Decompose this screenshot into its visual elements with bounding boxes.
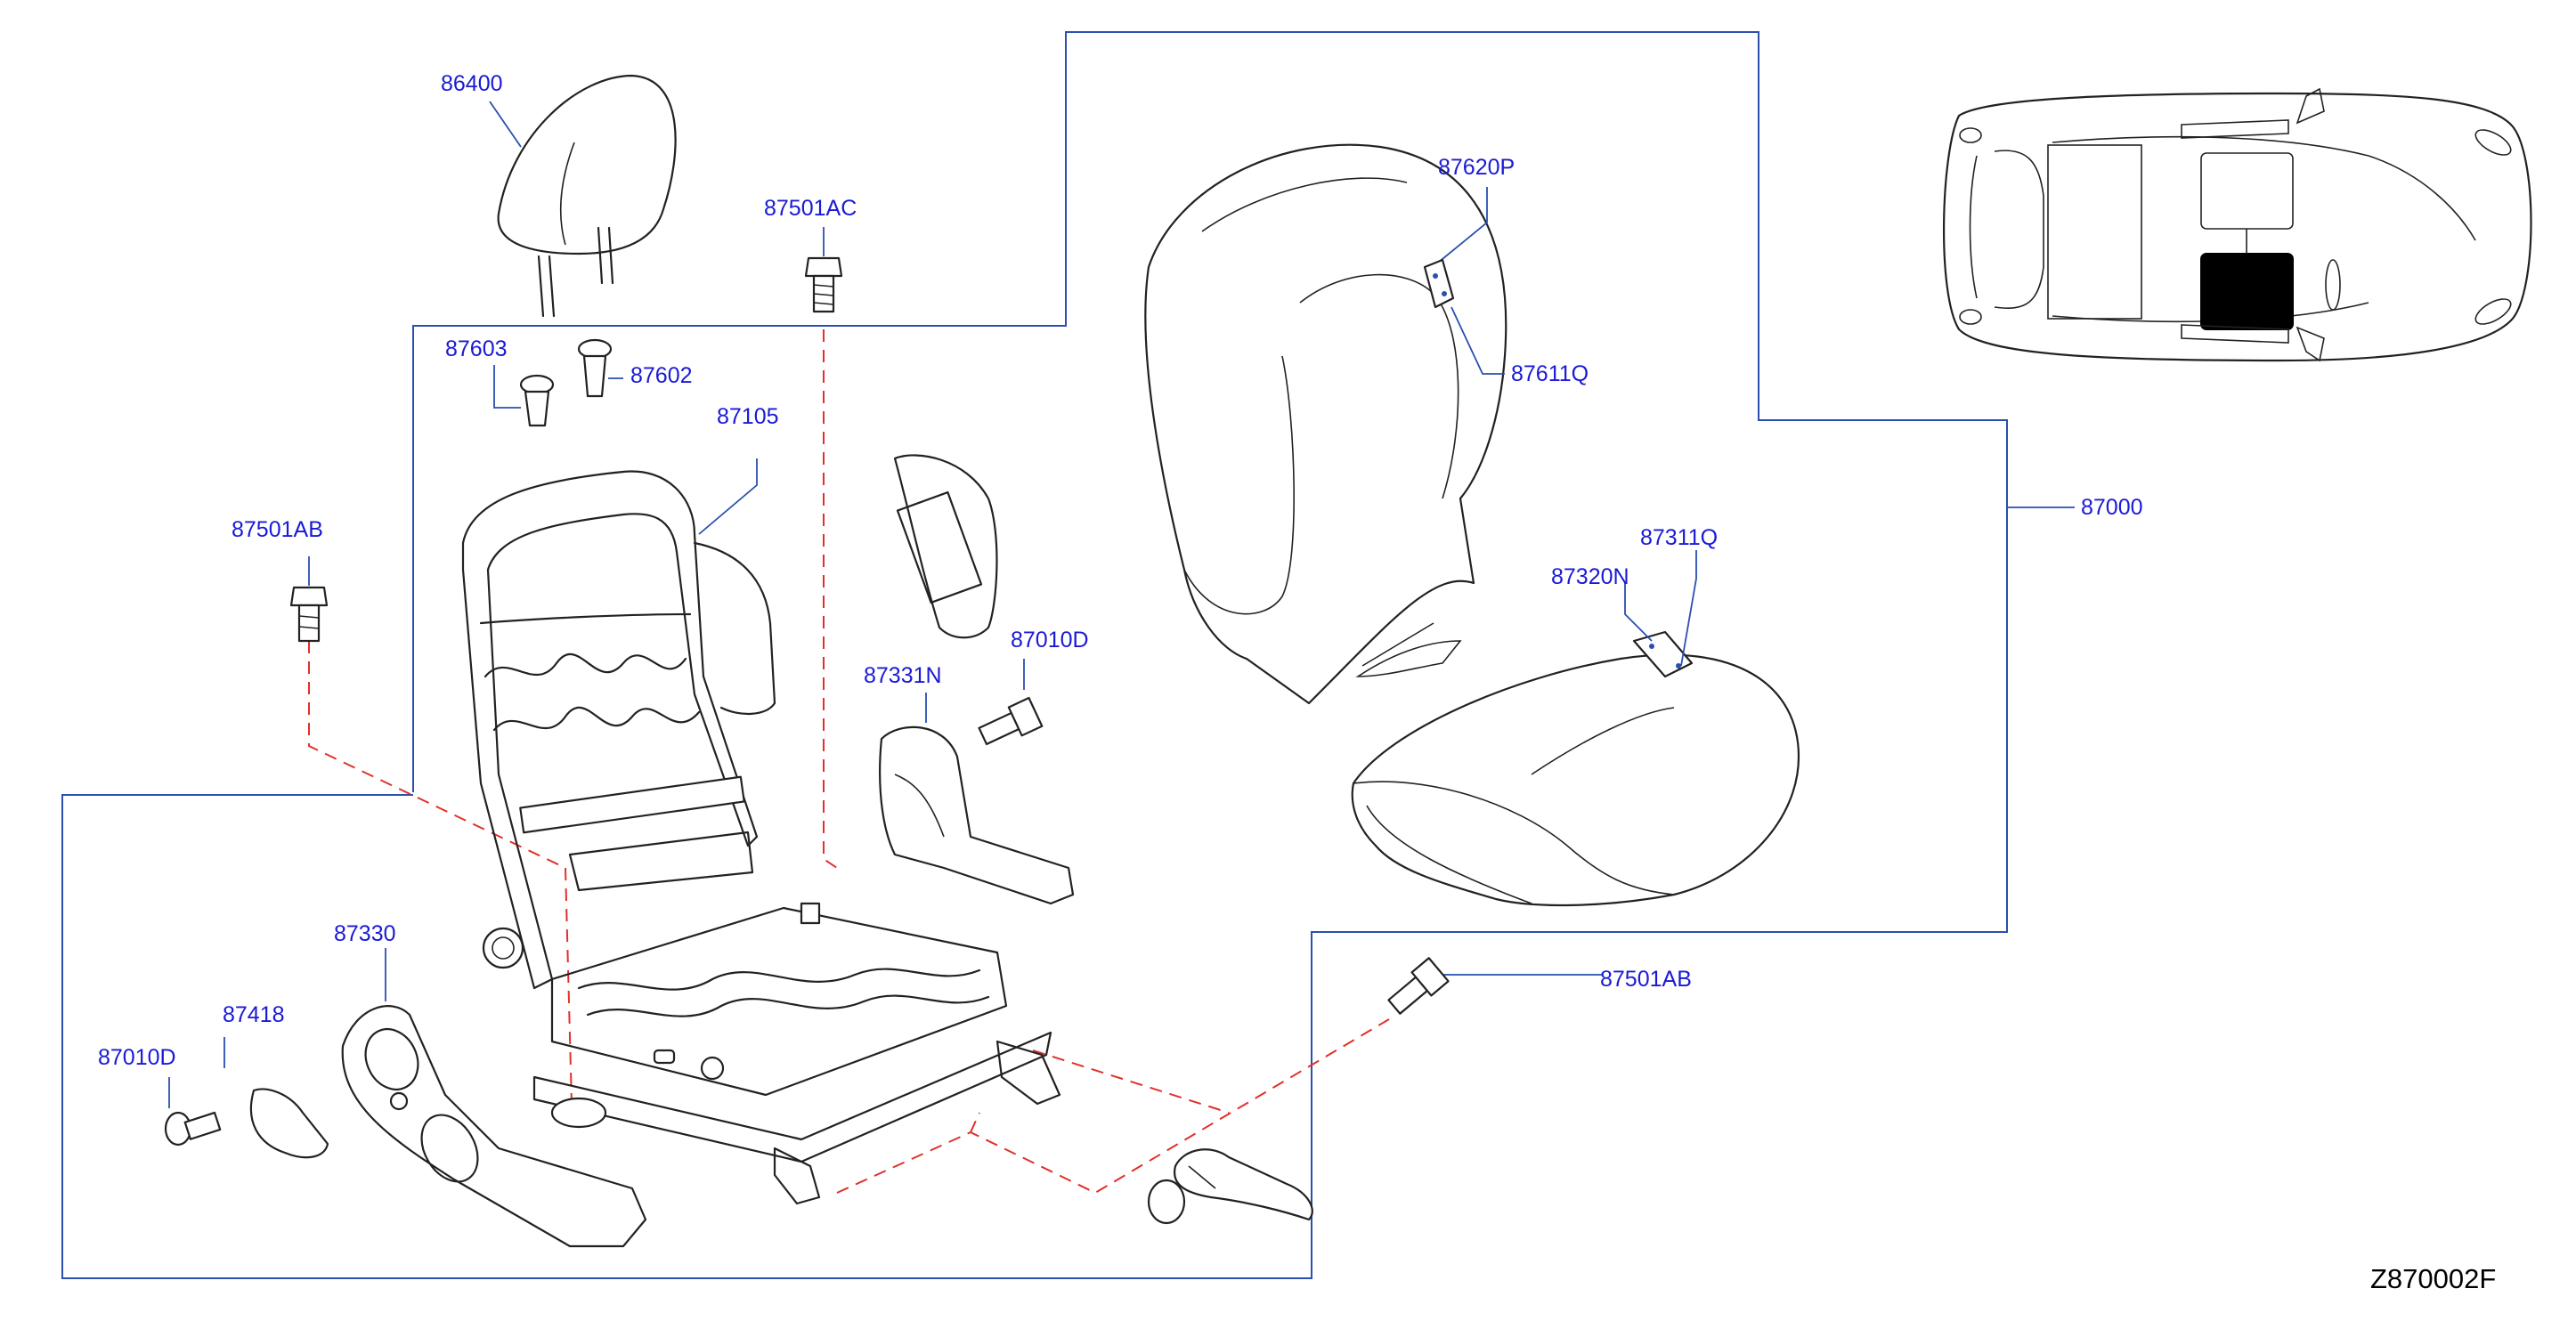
label-87501AB-right: 87501AB	[1600, 967, 1692, 992]
back-bracket	[893, 454, 998, 639]
bolt-87010D-right	[978, 659, 1044, 746]
clip-87603	[493, 365, 555, 427]
seat-cushion	[1351, 550, 1800, 907]
cover-87331N	[879, 693, 1075, 905]
cover-87330	[341, 948, 647, 1248]
label-87501AC: 87501AC	[764, 196, 857, 221]
bolt-87501AB-right	[1387, 957, 1603, 1015]
label-87611Q: 87611Q	[1511, 361, 1589, 386]
label-87501AB-left: 87501AB	[232, 517, 323, 542]
clip-87602	[577, 338, 623, 398]
label-87330: 87330	[334, 921, 396, 946]
label-87331N: 87331N	[864, 663, 942, 688]
bolt-87010D-left	[164, 1077, 222, 1147]
label-87000: 87000	[2081, 495, 2143, 520]
knob-87418	[223, 1037, 329, 1159]
label-87010D-left: 87010D	[98, 1045, 176, 1070]
label-87311Q: 87311Q	[1640, 525, 1719, 550]
label-87603: 87603	[445, 336, 508, 361]
bolt-87501AC	[804, 227, 843, 313]
diagram-code: Z870002F	[2370, 1263, 2497, 1294]
vehicle-location-inset	[1943, 87, 2532, 362]
label-87105: 87105	[717, 404, 779, 429]
headrest-86400	[489, 74, 677, 318]
label-87010D-right: 87010D	[1011, 628, 1089, 652]
label-87620P: 87620P	[1438, 155, 1516, 180]
connection-lines	[308, 329, 1390, 1195]
label-86400: 86400	[441, 71, 503, 96]
label-87418: 87418	[223, 1002, 285, 1027]
label-87320N: 87320N	[1551, 564, 1629, 589]
label-87602: 87602	[630, 363, 693, 388]
back-cushion	[1144, 143, 1507, 705]
assembly-frame	[61, 31, 2075, 1279]
height-lever	[1147, 1148, 1313, 1225]
bolt-87501AB-left	[289, 556, 329, 643]
seat-frame-87105	[461, 458, 1061, 1205]
